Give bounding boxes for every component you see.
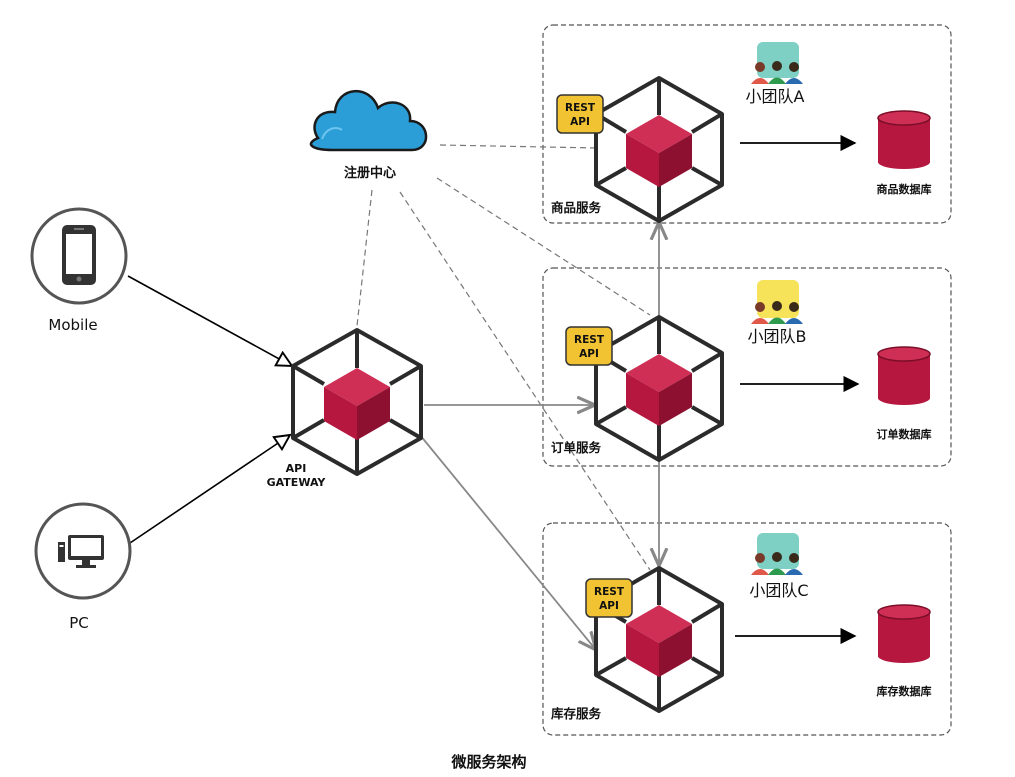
order-service: REST API 订单服务 小团队B 订单数据库 — [551, 280, 932, 462]
svg-text:REST: REST — [594, 586, 625, 598]
service-name: 库存服务 — [551, 706, 602, 721]
team-label: 小团队A — [746, 87, 805, 106]
service-group-box-order — [542, 267, 952, 467]
cube-icon — [594, 76, 724, 223]
team-label: 小团队C — [749, 581, 808, 600]
service-name: 商品服务 — [551, 200, 602, 215]
diagram-title: 微服务架构 — [450, 753, 526, 771]
rest-api-badge: REST API — [585, 578, 633, 618]
svg-text:API: API — [579, 348, 599, 360]
pc-to-gateway-arrow — [129, 435, 290, 544]
svg-text:REST: REST — [574, 334, 605, 346]
database-label: 库存数据库 — [877, 684, 932, 698]
team-icon — [751, 280, 803, 324]
gateway-label-line2: GATEWAY — [267, 476, 327, 489]
cube-icon — [291, 328, 423, 476]
inventory-service: REST API 库存服务 小团队C 库存数据库 — [551, 533, 932, 721]
database-icon — [877, 110, 931, 169]
gateway-label-line1: API — [286, 462, 307, 475]
svg-text:API: API — [599, 600, 619, 612]
api-gateway: API GATEWAY — [267, 328, 423, 489]
registry-center: 注册中心 — [309, 90, 428, 181]
team-label: 小团队B — [748, 327, 807, 346]
product-service: REST API 商品服务 小团队A 商品数据库 — [551, 42, 932, 223]
registry-label: 注册中心 — [344, 165, 396, 181]
rest-api-badge: REST API — [556, 94, 604, 134]
mobile-client: Mobile — [30, 207, 128, 334]
service-name: 订单服务 — [551, 440, 602, 455]
service-group-box-inventory — [542, 522, 952, 736]
cube-icon — [594, 315, 724, 462]
svg-text:REST: REST — [565, 102, 596, 114]
database-label: 商品数据库 — [877, 182, 932, 196]
mobile-label: Mobile — [48, 316, 97, 334]
cloud-icon — [309, 90, 428, 152]
team-icon — [751, 42, 803, 84]
registry-connections — [355, 144, 651, 571]
svg-text:API: API — [570, 116, 590, 128]
pc-client: PC — [34, 502, 132, 632]
gateway-to-inventory-arrow — [419, 434, 596, 650]
rest-api-badge: REST API — [565, 326, 613, 366]
service-group-box-product — [542, 24, 952, 224]
database-icon — [877, 346, 931, 405]
pc-label: PC — [69, 614, 89, 632]
database-label: 订单数据库 — [877, 427, 932, 441]
mobile-to-gateway-arrow — [127, 275, 292, 366]
mobile-phone-icon — [62, 225, 96, 285]
desktop-computer-icon — [58, 535, 104, 568]
team-icon — [751, 533, 803, 575]
database-icon — [877, 604, 931, 663]
